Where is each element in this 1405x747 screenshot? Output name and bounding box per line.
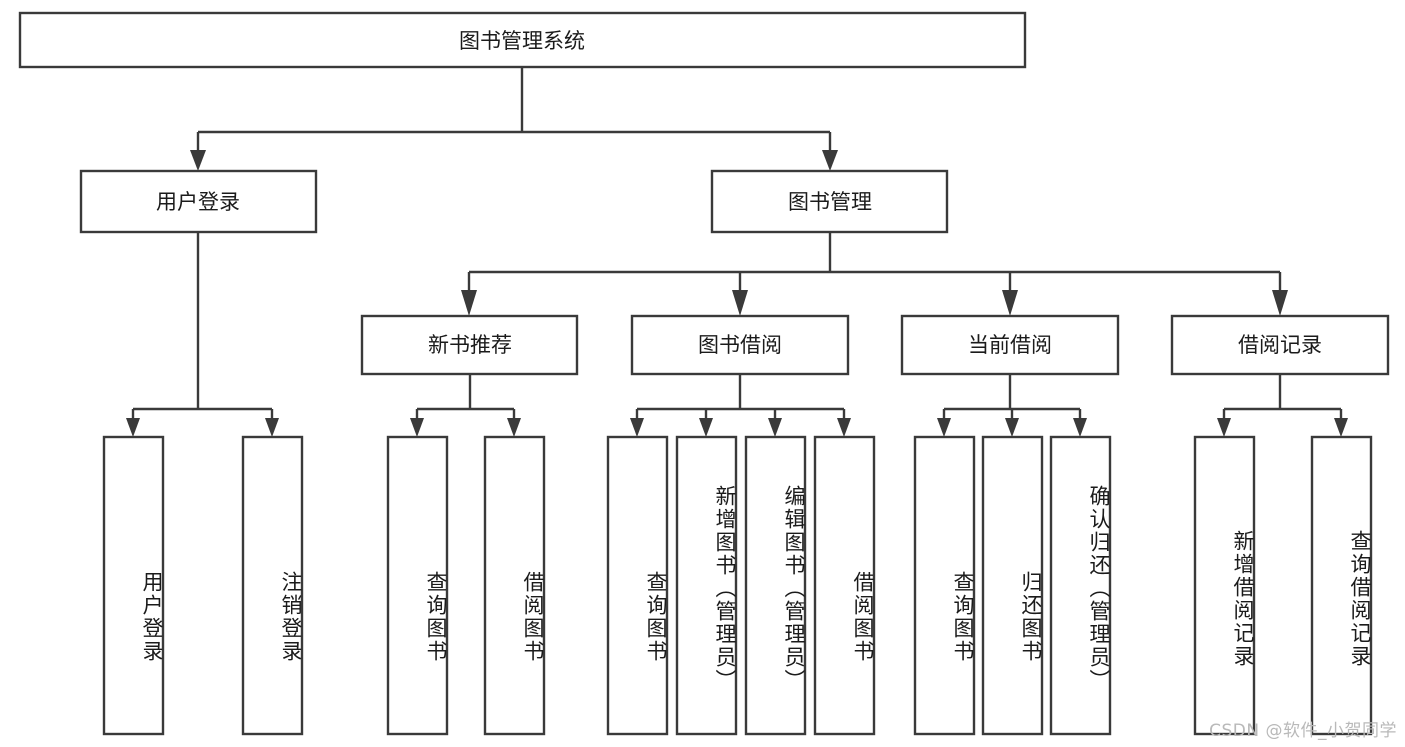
arrowhead-user-login-leaf-1 [126, 418, 140, 437]
leaf-box-borrow-record-2[interactable] [1310, 435, 1373, 736]
arrowhead-bm-to-current-borrow [1002, 290, 1018, 316]
leaf-box-book-borrow-2[interactable] [675, 435, 738, 736]
arrowhead-current-borrow-leaf-1 [937, 418, 951, 437]
node-current-borrow[interactable] [900, 314, 1120, 376]
arrowhead-root-to-book-management [822, 150, 838, 171]
leaf-box-current-borrow-1[interactable] [913, 435, 976, 736]
node-book-management[interactable] [710, 169, 949, 234]
node-root-book-management-system[interactable] [18, 11, 1027, 69]
csdn-watermark: CSDN @软件_小贺同学 [1209, 721, 1397, 741]
node-borrow-record-label: 借阅记录 [1238, 333, 1322, 357]
node-root-label: 图书管理系统 [459, 29, 585, 53]
arrowhead-root-to-user-login [190, 150, 206, 171]
node-current-borrow-label: 当前借阅 [968, 333, 1052, 357]
arrowhead-current-borrow-leaf-3 [1073, 418, 1087, 437]
node-new-book-recommend[interactable] [360, 314, 579, 376]
arrowhead-book-borrow-leaf-2 [699, 418, 713, 437]
arrowhead-new-book-leaf-1 [410, 418, 424, 437]
arrowhead-user-login-leaf-2 [265, 418, 279, 437]
arrowhead-bm-to-book-borrow [732, 290, 748, 316]
arrowhead-borrow-record-leaf-1 [1217, 418, 1231, 437]
node-user-login-label: 用户登录 [156, 190, 240, 214]
leaf-box-current-borrow-3[interactable] [1049, 435, 1112, 736]
arrowhead-bm-to-borrow-record [1272, 290, 1288, 316]
leaf-box-book-borrow-3[interactable] [744, 435, 807, 736]
arrowhead-book-borrow-leaf-1 [630, 418, 644, 437]
leaf-box-current-borrow-2[interactable] [981, 435, 1044, 736]
leaf-box-book-borrow-1[interactable] [606, 435, 669, 736]
arrowhead-bm-to-new-book [461, 290, 477, 316]
arrowhead-current-borrow-leaf-2 [1005, 418, 1019, 437]
leaf-box-borrow-record-1[interactable] [1193, 435, 1256, 736]
leaf-box-user-login-2[interactable] [241, 435, 304, 736]
node-borrow-record[interactable] [1170, 314, 1390, 376]
node-book-borrow-label: 图书借阅 [698, 333, 782, 357]
arrowhead-new-book-leaf-2 [507, 418, 521, 437]
arrowhead-book-borrow-leaf-3 [768, 418, 782, 437]
leaf-box-new-book-2[interactable] [483, 435, 546, 736]
leaf-box-user-login-1[interactable] [102, 435, 165, 736]
node-book-management-label: 图书管理 [788, 190, 872, 214]
arrowhead-book-borrow-leaf-4 [837, 418, 851, 437]
leaf-box-new-book-1[interactable] [386, 435, 449, 736]
node-book-borrow[interactable] [630, 314, 850, 376]
arrowhead-borrow-record-leaf-2 [1334, 418, 1348, 437]
leaf-box-book-borrow-4[interactable] [813, 435, 876, 736]
node-new-book-recommend-label: 新书推荐 [428, 333, 512, 357]
